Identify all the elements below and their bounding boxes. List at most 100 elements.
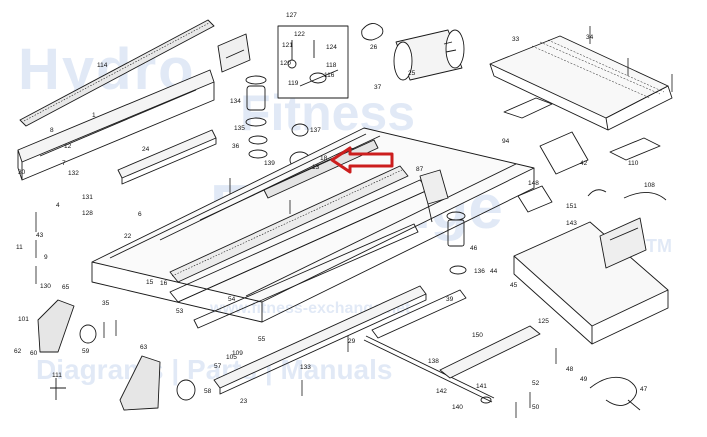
left-upper-rail [17,69,215,181]
callout-135: 135 [234,125,245,132]
crossbar-150 [371,289,541,379]
callout-128: 128 [82,210,93,217]
callout-36: 36 [232,143,240,150]
top-bracket-128 [217,33,251,73]
callout-50: 50 [532,404,540,411]
handles-110 [503,97,661,161]
callout-127: 127 [286,12,297,19]
callout-24: 24 [142,146,150,153]
incline-motor [419,169,449,223]
bracket-148 [517,131,589,213]
callout-125: 125 [538,318,549,325]
callout-119: 119 [288,80,299,87]
callout-58: 58 [204,388,212,395]
callout-134: 134 [230,98,241,105]
power-cord-47 [589,376,641,411]
callout-25: 25 [408,70,416,77]
callout-137: 137 [310,127,321,134]
callout-142: 142 [436,388,447,395]
callout-132: 132 [68,170,79,177]
callout-43: 43 [36,232,44,239]
callout-35: 35 [102,300,110,307]
callout-57: 57 [214,363,222,370]
callout-116: 116 [324,72,335,79]
callout-26: 26 [370,44,378,51]
callout-53: 53 [176,308,184,315]
highlight-arrow [330,146,394,174]
callout-54: 54 [228,296,236,303]
callout-55: 55 [258,336,266,343]
motor-hood-33 [489,35,673,131]
callout-148: 148 [528,180,539,187]
callout-63: 63 [140,344,148,351]
callout-87: 87 [416,166,424,173]
callout-18: 18 [320,155,328,162]
callout-13: 13 [312,164,320,171]
end-caps-left [37,299,196,411]
callout-15: 15 [146,279,154,286]
callout-62: 62 [14,348,22,355]
watermark-tm: TM [646,236,672,256]
callout-22: 22 [124,233,132,240]
callout-33: 33 [512,36,520,43]
callout-1: 1 [92,112,96,119]
callout-60: 60 [30,350,38,357]
callout-151: 151 [566,203,577,210]
callout-131: 131 [82,194,93,201]
callout-16: 16 [160,280,168,287]
lower-rail-57 [213,285,427,395]
callout-109: 109 [232,350,243,357]
callout-141: 141 [476,383,487,390]
fasteners [35,26,673,418]
shaft-140 [363,335,495,404]
callout-6: 6 [138,211,142,218]
callout-150: 150 [472,332,483,339]
callout-45: 45 [510,282,518,289]
callout-48: 48 [566,366,574,373]
watermark-tagline: www.fitness-exchange.net [210,300,411,317]
callout-44: 44 [490,268,498,275]
callout-94: 94 [502,138,510,145]
callout-29: 29 [348,338,356,345]
callout-110: 110 [628,160,639,167]
callout-8: 8 [50,127,54,134]
callout-23: 23 [240,398,248,405]
callout-133: 133 [300,364,311,371]
callout-140: 140 [452,404,463,411]
callout-105: 105 [226,354,237,361]
callout-139: 139 [264,160,275,167]
callout-52: 52 [532,380,540,387]
callout-111: 111 [52,372,62,379]
callout-65: 65 [62,284,70,291]
callout-39: 39 [446,296,454,303]
inset-box [277,25,349,99]
callout-114: 114 [97,62,108,69]
belt-slat-strip [19,19,215,127]
callout-122: 122 [294,31,305,38]
callout-11: 11 [16,244,23,251]
callout-4: 4 [56,202,60,209]
base-frame-right [513,217,669,345]
callout-118: 118 [326,62,337,69]
callout-130: 130 [40,283,51,290]
callout-101: 101 [18,316,29,323]
callout-42: 42 [580,160,588,167]
callout-12: 12 [64,143,72,150]
callout-136: 136 [474,268,485,275]
callout-46: 46 [470,245,478,252]
callout-59: 59 [82,348,90,355]
callout-7: 7 [62,160,66,167]
callout-143: 143 [566,220,577,227]
callout-49: 49 [580,376,588,383]
callout-120: 120 [280,60,291,67]
rail-24 [117,129,217,185]
motor-25 [393,29,465,81]
callout-47: 47 [640,386,648,393]
callout-124: 124 [326,44,337,51]
callout-37: 37 [374,84,382,91]
callout-138: 138 [428,358,439,365]
roller-stack [245,75,268,159]
strap-26 [361,23,384,41]
callout-9: 9 [44,254,48,261]
